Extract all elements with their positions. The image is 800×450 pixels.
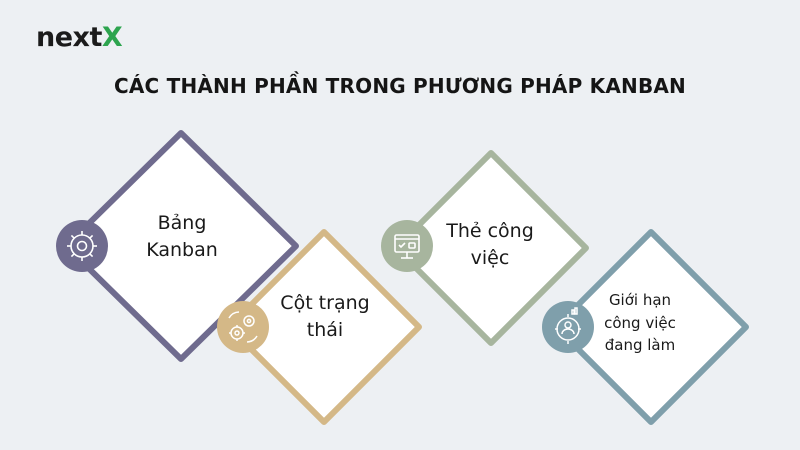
component-label-4: Giới hạn công việc đang làm — [585, 289, 695, 357]
component-label-4-line-1: Giới hạn — [608, 291, 672, 309]
component-label-3-line-1: Thẻ công — [446, 220, 534, 242]
component-label-2: Cột trạng thái — [250, 290, 400, 343]
component-label-1-line-2: Kanban — [146, 238, 218, 261]
component-label-3-line-2: việc — [470, 246, 510, 269]
limit-person-gear-icon — [542, 301, 594, 353]
brand-logo: nextX — [36, 22, 123, 53]
brand-accent-letter: X — [101, 22, 123, 53]
settings-gear-icon — [56, 220, 108, 272]
component-label-1: Bảng Kanban — [112, 210, 252, 263]
task-card-icon — [381, 220, 433, 272]
diamond-shape-4 — [553, 229, 749, 425]
workflow-gears-icon — [217, 301, 269, 353]
diamond-shape-3 — [393, 150, 589, 346]
brand-name: next — [36, 22, 102, 53]
component-card-4 — [553, 229, 749, 425]
component-label-4-line-3: đang làm — [604, 336, 676, 354]
component-label-2-line-2: thái — [306, 318, 344, 341]
component-label-1-line-1: Bảng — [157, 212, 207, 234]
component-card-3 — [393, 150, 589, 346]
component-label-2-line-1: Cột trạng — [280, 292, 370, 314]
component-label-4-line-2: công việc — [604, 313, 676, 332]
component-label-3: Thẻ công việc — [420, 218, 560, 271]
component-card-2 — [226, 229, 422, 425]
page-title: CÁC THÀNH PHẦN TRONG PHƯƠNG PHÁP KANBAN — [114, 74, 686, 98]
diamond-shape-2 — [226, 229, 422, 425]
